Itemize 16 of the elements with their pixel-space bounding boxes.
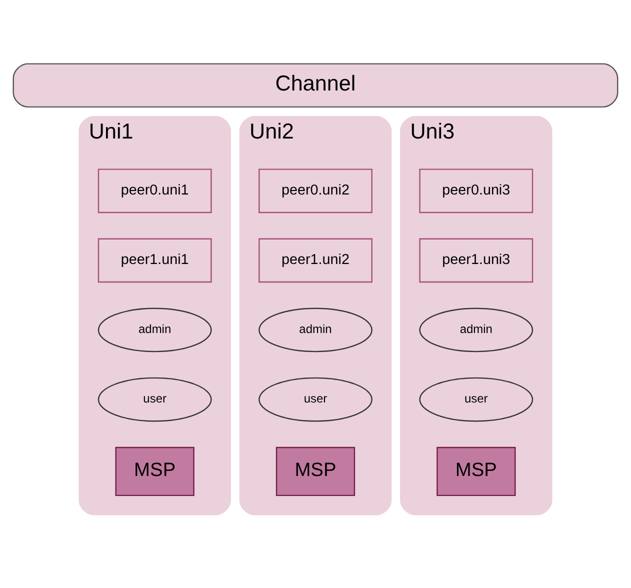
node-box: MSP xyxy=(276,446,356,496)
node-box: Channel xyxy=(12,63,618,108)
node-box: peer1.uni1 xyxy=(98,238,212,283)
node-box: peer1.uni3 xyxy=(419,238,534,283)
node-box: peer0.uni2 xyxy=(258,168,372,214)
node-ellipse: admin xyxy=(98,308,212,352)
node-box: peer0.uni3 xyxy=(419,168,534,214)
node-ellipse: admin xyxy=(419,308,534,352)
node-box: MSP xyxy=(436,446,516,496)
node-box: peer1.uni2 xyxy=(258,238,372,283)
node-ellipse: user xyxy=(419,377,534,422)
node-box: peer0.uni1 xyxy=(98,168,212,214)
node-ellipse: admin xyxy=(258,308,372,352)
node-box: MSP xyxy=(115,446,194,496)
node-ellipse: user xyxy=(258,377,372,422)
node-ellipse: user xyxy=(98,377,212,422)
